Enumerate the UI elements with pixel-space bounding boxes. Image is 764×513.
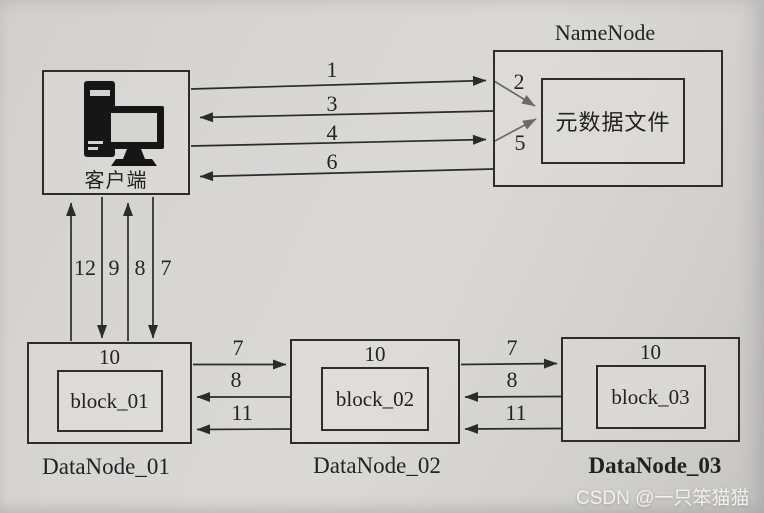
arrow-label-8b: 8 [506,367,518,392]
arrow-label-11a: 11 [231,400,253,425]
arrow-line-11a [196,424,291,435]
client-datanode1-arrows [66,197,158,341]
arrow-label-8: 8 [134,255,146,280]
namenode-internal-arrows [493,80,537,143]
arrow-label-3: 3 [326,91,338,116]
arrow-label-7: 7 [160,255,172,280]
block-03-box: block_03 [595,365,706,429]
datanode-02-top-label: 10 [364,342,386,366]
arrow-label-8a: 8 [230,367,242,392]
block-02-box: block_02 [321,367,429,431]
arrow-line-2 [493,80,536,107]
datanode-03-box: 10 block_03 [561,337,740,442]
datanode2-datanode3-arrows [460,358,562,434]
datanode-02-title: DataNode_02 [313,453,441,478]
metadata-file-label: 元数据文件 [555,110,671,135]
arrow-label-7b: 7 [506,335,518,360]
arrow-label-2: 2 [513,69,525,94]
arrow-line-5 [493,118,537,143]
arrow-label-6: 6 [326,149,338,174]
client-namenode-arrows [190,75,494,182]
arrow-line-1 [190,75,487,90]
csdn-watermark: CSDN @一只笨猫猫 [576,488,750,509]
arrow-line-6 [199,168,494,182]
datanode1-datanode2-arrows [193,359,291,435]
arrow-label-1: 1 [326,57,338,82]
datanode-01-title: DataNode_01 [42,454,170,479]
metadata-file-box: 元数据文件 [541,78,685,164]
arrow-label-7a: 7 [232,335,244,360]
arrow-label-12: 12 [74,255,96,280]
datanode-02-box: 10 block_02 [290,339,460,444]
datanode-01-top-label: 10 [99,345,120,369]
arrow-line-7b [460,358,558,369]
arrow-line-11b [464,423,562,434]
block-01-label: block_01 [70,388,149,413]
arrow-line-4 [190,134,487,147]
block-03-label: block_03 [611,384,690,409]
arrow-label-4: 4 [326,120,338,145]
arrow-label-9: 9 [108,255,120,280]
block-02-label: block_02 [335,386,415,411]
datanode-03-title: DataNode_03 [588,453,722,478]
namenode-title: NameNode [554,20,656,45]
desktop-computer-icon [84,81,164,166]
namenode-box: 元数据文件 [493,50,723,187]
block-01-box: block_01 [56,370,163,432]
client-label: 客户端 [84,170,148,192]
datanode-01-box: 10 block_01 [27,342,192,444]
datanode-03-top-label: 10 [640,340,661,364]
client-node-box: 客户端 [42,70,190,195]
arrow-line-8b [464,391,562,402]
arrow-label-11b: 11 [505,400,527,425]
arrow-line-3 [199,110,494,123]
arrow-label-5: 5 [514,130,526,155]
